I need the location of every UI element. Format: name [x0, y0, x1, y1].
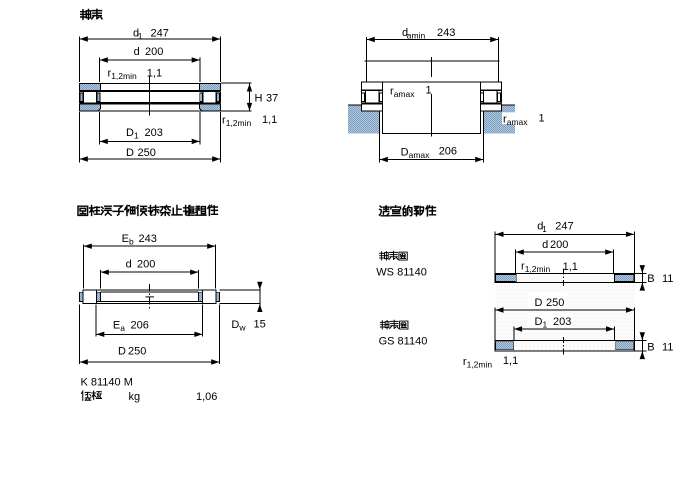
svg-text:1: 1	[542, 224, 547, 234]
svg-text:d: d	[542, 239, 548, 251]
svg-text:d: d	[134, 46, 140, 58]
svg-text:1,2min: 1,2min	[111, 71, 137, 81]
svg-text:kg: kg	[129, 391, 141, 403]
svg-text:200: 200	[145, 46, 163, 58]
svg-text:D: D	[401, 147, 409, 159]
svg-text:243: 243	[437, 27, 455, 39]
svg-text:d: d	[133, 27, 139, 39]
svg-text:206: 206	[131, 320, 149, 332]
svg-text:b: b	[129, 237, 134, 247]
svg-text:r: r	[521, 261, 525, 273]
svg-text:B: B	[647, 273, 654, 285]
svg-text:1,2min: 1,2min	[226, 118, 252, 128]
svg-text:amax: amax	[409, 150, 431, 160]
svg-text:247: 247	[151, 27, 169, 39]
svg-text:1: 1	[543, 320, 548, 330]
svg-text:D: D	[535, 316, 543, 328]
svg-text:d: d	[537, 221, 543, 233]
svg-text:247: 247	[555, 221, 573, 233]
svg-text:E: E	[113, 320, 120, 332]
svg-text:D: D	[535, 297, 543, 309]
svg-text:1: 1	[138, 31, 143, 41]
svg-text:15: 15	[254, 319, 266, 331]
svg-text:r: r	[503, 114, 507, 126]
svg-text:E: E	[122, 233, 129, 245]
svg-text:d: d	[402, 27, 408, 39]
svg-text:K 81140 M: K 81140 M	[81, 376, 133, 388]
svg-text:203: 203	[145, 127, 163, 139]
svg-text:amax: amax	[507, 117, 529, 127]
svg-text:11: 11	[662, 273, 673, 285]
svg-text:r: r	[222, 114, 226, 126]
svg-text:250: 250	[128, 346, 146, 358]
svg-text:1,1: 1,1	[503, 355, 518, 367]
svg-text:250: 250	[138, 147, 156, 159]
svg-text:r: r	[390, 86, 394, 98]
svg-text:1,06: 1,06	[196, 391, 217, 403]
svg-text:r: r	[108, 68, 112, 80]
svg-text:D: D	[126, 147, 134, 159]
svg-text:200: 200	[550, 239, 568, 251]
svg-text:GS 81140: GS 81140	[379, 335, 428, 347]
svg-text:a: a	[120, 323, 125, 333]
svg-text:D: D	[231, 319, 239, 331]
svg-text:243: 243	[139, 233, 157, 245]
svg-text:1,1: 1,1	[147, 67, 162, 79]
svg-text:250: 250	[546, 297, 564, 309]
svg-text:203: 203	[553, 316, 571, 328]
svg-text:37: 37	[266, 92, 278, 104]
svg-text:B: B	[647, 341, 654, 353]
svg-text:1,1: 1,1	[262, 114, 277, 126]
svg-text:1: 1	[426, 85, 432, 97]
svg-text:r: r	[463, 356, 467, 368]
svg-text:1: 1	[134, 130, 139, 140]
svg-text:1: 1	[539, 113, 545, 125]
svg-text:200: 200	[137, 259, 155, 271]
svg-text:amax: amax	[394, 89, 416, 99]
svg-text:1,2min: 1,2min	[525, 264, 551, 274]
svg-text:206: 206	[439, 146, 457, 158]
svg-text:11: 11	[662, 341, 673, 353]
svg-text:amin: amin	[407, 31, 426, 41]
svg-text:H: H	[255, 92, 263, 104]
svg-text:1,2min: 1,2min	[467, 359, 493, 369]
svg-text:D: D	[126, 127, 134, 139]
svg-text:WS 81140: WS 81140	[376, 267, 427, 279]
svg-text:1,1: 1,1	[563, 261, 578, 273]
svg-text:d: d	[126, 259, 132, 271]
svg-text:w: w	[238, 323, 246, 333]
svg-text:D: D	[118, 346, 126, 358]
